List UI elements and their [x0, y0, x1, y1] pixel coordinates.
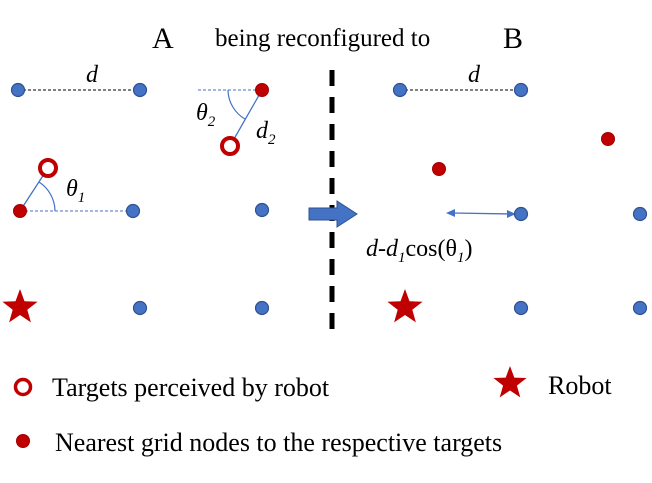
grid-node [125, 203, 141, 219]
legend: Targets perceived by robot Robot Nearest… [13, 366, 612, 457]
moved-grid-node [601, 132, 615, 146]
arrowhead-right [507, 210, 516, 218]
nearest-grid-node [13, 204, 27, 218]
legend-nearest-node-icon [16, 434, 30, 448]
nearest-grid-node [255, 83, 269, 97]
offset-line-d2 [229, 89, 263, 147]
d-label-b: d [468, 62, 481, 88]
panel-a: d θ2 d2 θ1 [2, 62, 276, 323]
d-label-a: d [86, 62, 99, 88]
grid-node [513, 300, 529, 316]
grid-node [392, 82, 408, 98]
distance-formula: d-d1cos(θ1) [366, 236, 472, 266]
legend-targets-label: Targets perceived by robot [52, 373, 330, 402]
legend-nearest-label: Nearest grid nodes to the respective tar… [55, 428, 502, 457]
panel-b-label: B [503, 22, 523, 55]
grid-node [254, 300, 270, 316]
panel-b: d d-d1cos(θ1) [366, 62, 648, 323]
reconfigure-caption: being reconfigured to [215, 25, 430, 52]
legend-target-icon [13, 377, 33, 397]
grid-node [513, 206, 529, 222]
grid-node [254, 202, 270, 218]
robot-star-icon [387, 289, 423, 323]
grid-node [132, 300, 148, 316]
robot-star-icon [2, 289, 38, 323]
theta2-label: θ2 [196, 100, 216, 130]
reconfigure-arrow [308, 200, 358, 228]
legend-robot-label: Robot [548, 371, 612, 400]
moved-grid-node [432, 162, 446, 176]
angle-arc-theta1 [38, 181, 56, 212]
panel-a-label: A [152, 22, 174, 55]
angle-arc-theta2 [227, 89, 246, 120]
grid-node [132, 82, 148, 98]
perceived-target [38, 158, 58, 178]
distance-double-arrow [451, 212, 513, 215]
legend-robot-star-icon [493, 366, 527, 398]
grid-node [10, 82, 26, 98]
d2-label: d2 [256, 118, 276, 148]
arrowhead-left [446, 209, 455, 217]
grid-node [632, 300, 648, 316]
perceived-target [220, 136, 240, 156]
grid-node [513, 82, 529, 98]
grid-node [632, 206, 648, 222]
theta1-label: θ1 [66, 176, 85, 206]
